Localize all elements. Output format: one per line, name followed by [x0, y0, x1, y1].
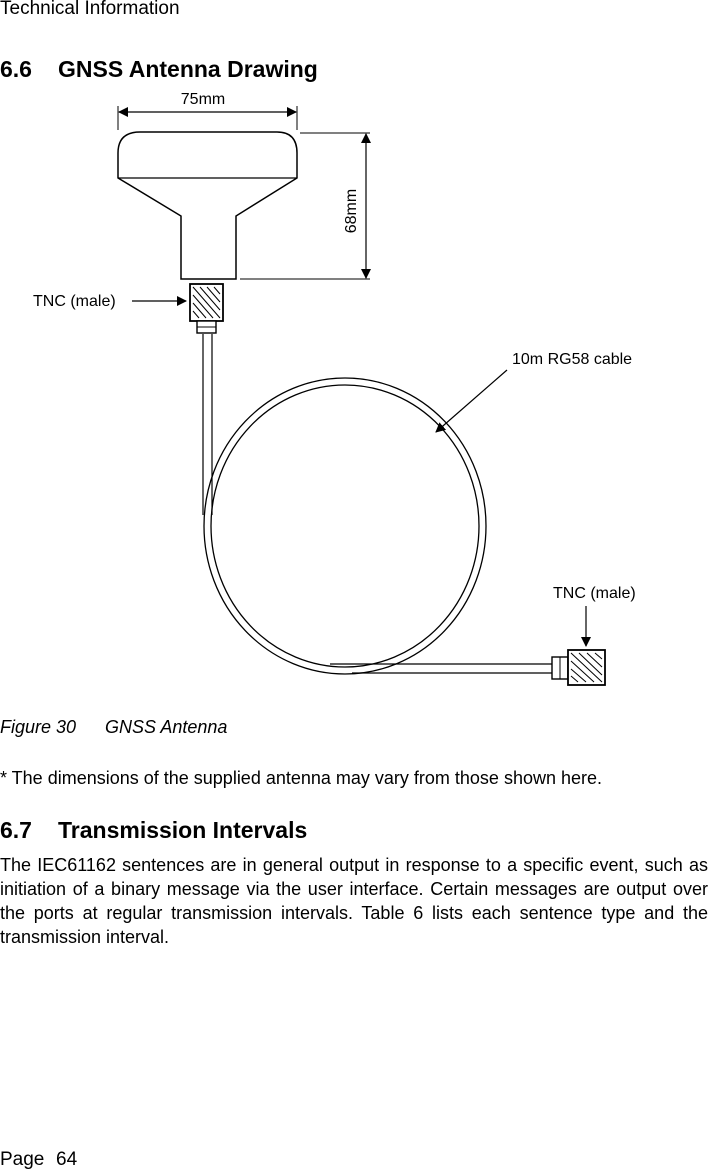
page-footer: Page 64 — [0, 1149, 77, 1171]
width-dimension-label: 75mm — [181, 91, 225, 108]
section-number: 6.6 — [0, 56, 32, 82]
figure-title: GNSS Antenna — [105, 717, 228, 737]
cable-horizontal-run — [330, 663, 552, 674]
section-number: 6.7 — [0, 817, 32, 843]
figure-number: Figure 30 — [0, 717, 77, 737]
figure-caption: Figure 30 GNSS Antenna — [0, 717, 227, 738]
page-label: Page — [0, 1149, 45, 1170]
section-title: GNSS Antenna Drawing — [58, 56, 318, 82]
gnss-antenna-drawing: 75mm 68mm TNC (male) TNC (male) 10m RG58… — [33, 91, 636, 686]
top-connector-label: TNC (male) — [33, 293, 116, 310]
cable-label: 10m RG58 cable — [512, 351, 632, 368]
height-dimension-label: 68mm — [343, 189, 360, 233]
section-heading-antenna-drawing: 6.6 GNSS Antenna Drawing — [0, 56, 318, 83]
cable-vertical-run — [202, 334, 213, 515]
cable-pointer — [435, 369, 508, 433]
antenna-body — [117, 131, 298, 280]
cable-coil-outer — [203, 377, 487, 675]
end-connector-label: TNC (male) — [553, 585, 636, 602]
section-title: Transmission Intervals — [58, 817, 308, 843]
running-header: Technical Information — [0, 0, 180, 19]
section-heading-transmission-intervals: 6.7 Transmission Intervals — [0, 817, 307, 844]
dimensions-note: * The dimensions of the supplied antenna… — [0, 768, 603, 788]
body-paragraph: The IEC61162 sentences are in general ou… — [0, 855, 708, 947]
page-number: 64 — [56, 1149, 78, 1170]
cable-coil-inner — [210, 384, 480, 668]
